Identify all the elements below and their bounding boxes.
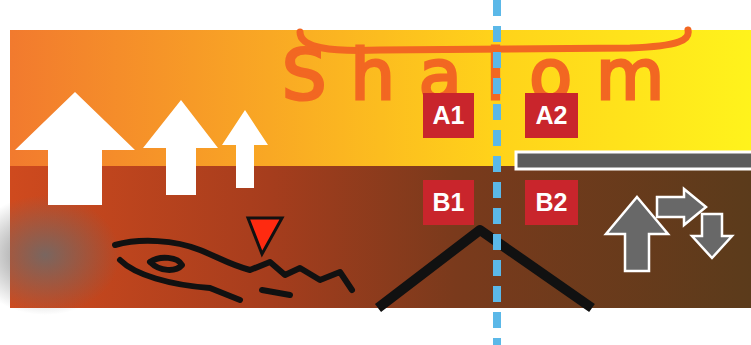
gray-bar: [516, 152, 751, 169]
handwritten-text: Shalom: [282, 40, 688, 110]
bottom-band: [10, 166, 751, 308]
roof-shape: [378, 230, 592, 308]
cell-label-box: B1: [423, 180, 474, 225]
speckle-texture: [0, 195, 120, 315]
down-arrow: [692, 214, 732, 258]
up-arrow: [222, 110, 268, 188]
doodle-creature: [115, 241, 352, 300]
up-arrow: [143, 100, 218, 195]
red-triangle: [248, 218, 282, 254]
cell-label-box: A1: [423, 93, 474, 138]
cell-label-box: A2: [525, 93, 578, 138]
cell-label-box: B2: [525, 180, 578, 225]
cell-label: B1: [433, 190, 465, 215]
cell-label: A1: [433, 103, 465, 128]
cell-label: B2: [536, 190, 568, 215]
up-arrow: [15, 92, 135, 205]
right-arrow: [657, 189, 706, 225]
cell-label: A2: [536, 103, 568, 128]
divider-line: [493, 0, 501, 345]
